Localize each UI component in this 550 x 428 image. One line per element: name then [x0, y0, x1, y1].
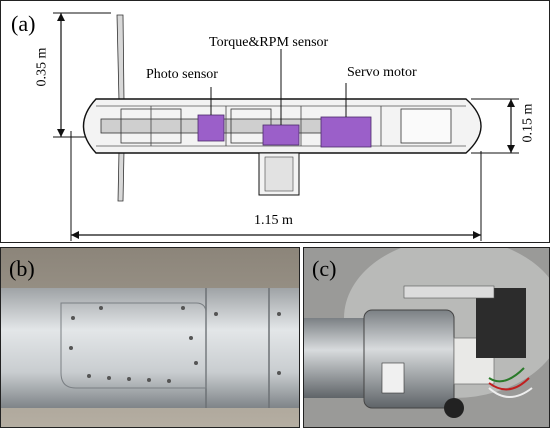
servo-motor-label: Servo motor [347, 65, 417, 80]
panel-c-photo: (c) [303, 247, 550, 428]
panel-b-label: (b) [9, 256, 35, 281]
height-dimension-label: 0.35 m [34, 47, 50, 87]
hull-photo [1, 248, 299, 427]
photo-sensor-component [197, 114, 225, 142]
length-dimension-label: 1.15 m [254, 213, 293, 228]
servo-motor-component [320, 116, 372, 148]
panel-b-photo: (b) [0, 247, 300, 428]
panel-a-label: (a) [11, 11, 36, 36]
panel-c-label: (c) [312, 256, 337, 281]
diameter-dimension-label: 0.15 m [520, 103, 536, 143]
torque-rpm-sensor-label: Torque&RPM sensor [209, 35, 329, 50]
turbine-cross-section-drawing [53, 12, 519, 241]
photo-sensor-label: Photo sensor [146, 67, 218, 82]
torque-rpm-sensor-component [262, 124, 300, 146]
motor-photo [304, 248, 549, 427]
panel-a-drawing: (a) 0.35 m 0.15 m 1.15 m Photo sensor To… [0, 0, 550, 243]
